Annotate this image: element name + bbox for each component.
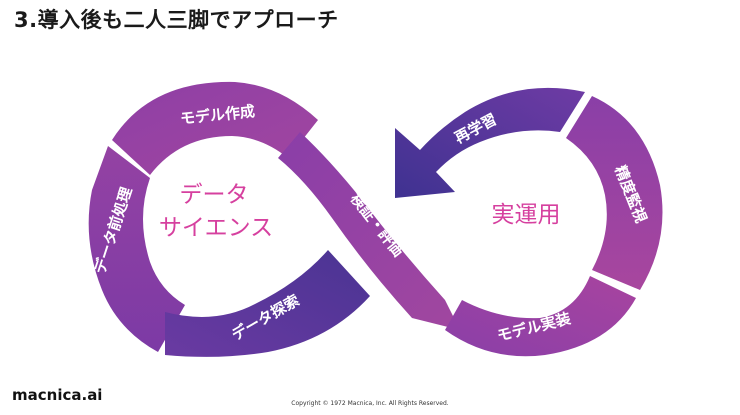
- segment-model-deployment: [445, 276, 636, 357]
- copyright-text: Copyright © 1972 Macnica, Inc. All Right…: [291, 400, 449, 407]
- logo-main: macnica: [12, 386, 82, 404]
- logo-suffix: ai: [87, 386, 103, 404]
- segment-retraining-arrow: [395, 87, 585, 198]
- segment-model-build: [112, 81, 318, 175]
- slide-title: 3.導入後も二人三脚でアプローチ: [14, 8, 339, 32]
- segment-validation: [278, 132, 460, 330]
- segment-data-preprocessing: [88, 146, 185, 352]
- segment-data-exploration: [165, 250, 370, 357]
- center-label-data-science-line2: サイエンス: [159, 215, 273, 241]
- center-label-data-science-line1: データ: [180, 182, 249, 208]
- logo-dot: .: [81, 386, 88, 404]
- center-label-production: 実運用: [492, 202, 561, 228]
- segment-accuracy-monitoring: [566, 96, 663, 290]
- macnica-ai-logo: macnica.ai: [12, 386, 102, 404]
